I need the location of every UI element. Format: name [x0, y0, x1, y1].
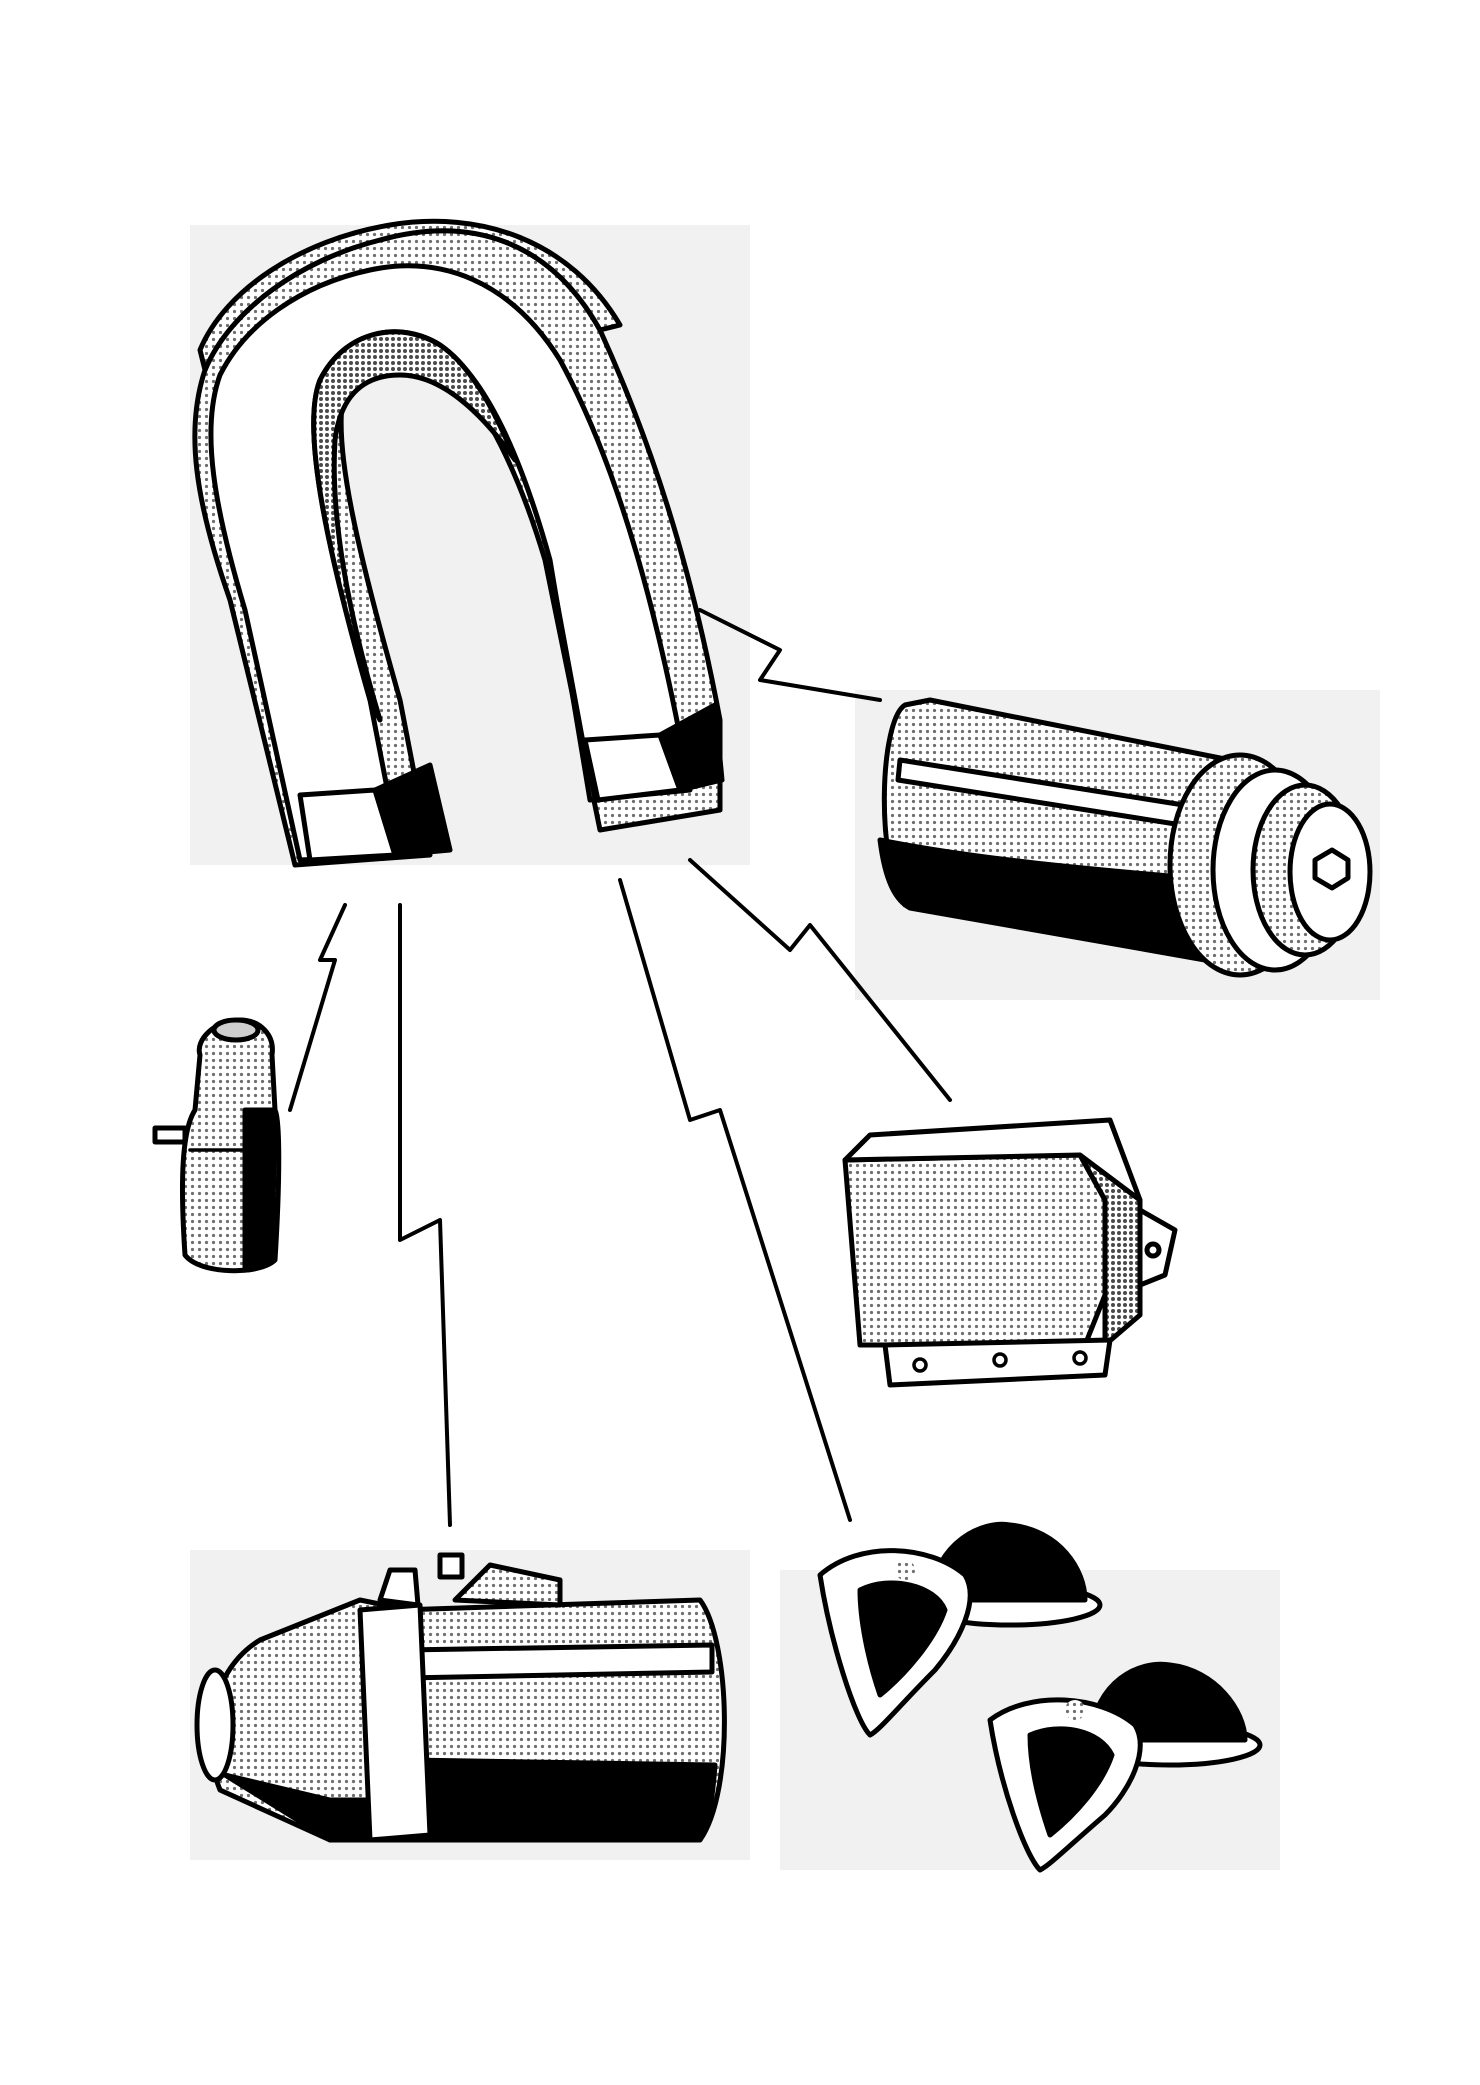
horseshoe-magnet-icon [192, 218, 725, 868]
starter-motor-icon [194, 1552, 727, 1843]
spark-bolt-icon [288, 608, 952, 1527]
voltage-regulator-icon [842, 1117, 1178, 1388]
dynamo-cylinder-icon [877, 697, 1373, 978]
ignition-coil-icon [152, 1017, 282, 1274]
electric-horns-icon [817, 1521, 1263, 1873]
